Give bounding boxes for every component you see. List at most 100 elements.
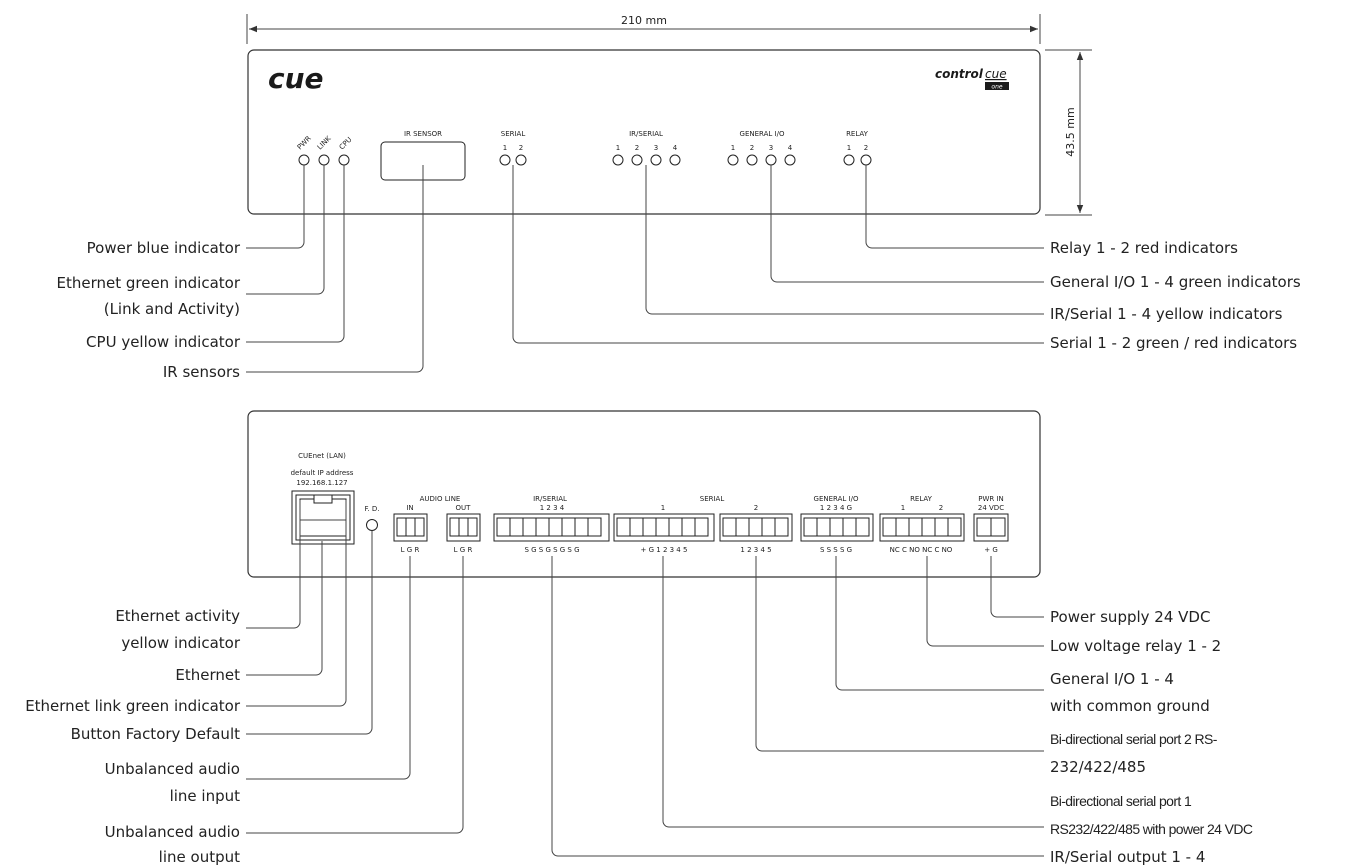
svg-text:1 2 3 4: 1 2 3 4 bbox=[540, 504, 565, 512]
svg-text:4: 4 bbox=[673, 144, 678, 152]
ir-serial-led-title: IR/SERIAL bbox=[629, 130, 663, 138]
svg-text:L G R: L G R bbox=[401, 546, 420, 554]
audio-in-connector bbox=[393, 513, 428, 542]
relay-led-1 bbox=[843, 154, 855, 166]
relay-led-title: RELAY bbox=[846, 130, 869, 138]
callout-ir-sensors: IR sensors bbox=[163, 363, 240, 381]
svg-text:OUT: OUT bbox=[456, 504, 472, 512]
callout-audio-input: Unbalanced audio bbox=[105, 760, 240, 778]
serial-led-title: SERIAL bbox=[501, 130, 526, 138]
callout-audio-output: Unbalanced audio bbox=[105, 823, 240, 841]
svg-text:+ G 1 2 3 4 5: + G 1 2 3 4 5 bbox=[641, 546, 688, 554]
cue-logo: cue bbox=[268, 62, 324, 95]
ir-serial-led-4 bbox=[669, 154, 681, 166]
front-panel: cue control cue one PWR LINK CPU IR SENS… bbox=[247, 49, 1041, 215]
callout-serial-1: Bi-directional serial port 1 bbox=[1050, 793, 1192, 809]
power-in-title: PWR IN bbox=[978, 495, 1004, 503]
relay-connector bbox=[879, 513, 965, 542]
serial-led-1 bbox=[499, 154, 511, 166]
serial-2-connector bbox=[719, 513, 793, 542]
svg-text:+ G: + G bbox=[984, 546, 998, 554]
callout-ethernet: Ethernet bbox=[175, 666, 240, 684]
ir-serial-led-3 bbox=[650, 154, 662, 166]
svg-text:control: control bbox=[935, 67, 984, 81]
general-io-connector bbox=[800, 513, 874, 542]
svg-text:NC C NO NC C NO: NC C NO NC C NO bbox=[890, 546, 953, 554]
callout-factory-default: Button Factory Default bbox=[71, 725, 240, 743]
callout-serial-2: Bi-directional serial port 2 RS- bbox=[1050, 731, 1218, 747]
callout-cpu-indicator: CPU yellow indicator bbox=[86, 333, 241, 351]
general-io-led-3 bbox=[765, 154, 777, 166]
callout-general-io-indicators: General I/O 1 - 4 green indicators bbox=[1050, 273, 1301, 291]
relay-port-title: RELAY bbox=[910, 495, 933, 503]
svg-text:2: 2 bbox=[519, 144, 523, 152]
audio-line-title: AUDIO LINE bbox=[420, 495, 461, 503]
svg-text:1: 1 bbox=[616, 144, 620, 152]
svg-text:4: 4 bbox=[788, 144, 793, 152]
svg-text:3: 3 bbox=[769, 144, 773, 152]
callout-power-supply: Power supply 24 VDC bbox=[1050, 608, 1210, 626]
svg-text:1: 1 bbox=[503, 144, 507, 152]
svg-text:1 2 3 4 5: 1 2 3 4 5 bbox=[740, 546, 771, 554]
callout-serial-indicators: Serial 1 - 2 green / red indicators bbox=[1050, 334, 1297, 352]
svg-text:2: 2 bbox=[635, 144, 639, 152]
rear-panel: CUEnet (LAN) default IP address 192.168.… bbox=[247, 410, 1041, 578]
ir-serial-port-title: IR/SERIAL bbox=[533, 495, 567, 503]
width-dimension: 210 mm bbox=[246, 14, 1041, 44]
callout-serial-2-sub: 232/422/485 bbox=[1050, 758, 1146, 776]
serial-1-connector bbox=[613, 513, 715, 542]
lan-ip-address: 192.168.1.127 bbox=[296, 479, 347, 487]
svg-text:2: 2 bbox=[754, 504, 758, 512]
callout-power-indicator: Power blue indicator bbox=[87, 239, 241, 257]
svg-text:3: 3 bbox=[654, 144, 658, 152]
callout-ethernet-activity: Ethernet activity bbox=[115, 607, 240, 625]
callout-serial-1-sub: RS232/422/485 with power 24 VDC bbox=[1050, 821, 1253, 837]
general-io-port-title: GENERAL I/O bbox=[814, 495, 859, 503]
svg-text:IN: IN bbox=[406, 504, 413, 512]
pwr-led bbox=[298, 154, 310, 166]
relay-led-2 bbox=[860, 154, 872, 166]
lan-default-label: default IP address bbox=[291, 469, 354, 477]
svg-text:cue: cue bbox=[985, 67, 1007, 81]
callout-ethernet-indicator-sub: (Link and Activity) bbox=[104, 300, 240, 318]
svg-text:2: 2 bbox=[939, 504, 943, 512]
lan-title: CUEnet (LAN) bbox=[298, 452, 346, 460]
ethernet-port bbox=[291, 490, 355, 545]
callout-ethernet-indicator: Ethernet green indicator bbox=[56, 274, 240, 292]
link-led bbox=[318, 154, 330, 166]
height-dimension: 43.5 mm bbox=[1045, 49, 1092, 216]
svg-text:S S S S G: S S S S G bbox=[820, 546, 852, 554]
callout-general-io-sub: with common ground bbox=[1050, 697, 1210, 715]
factory-default-button[interactable] bbox=[366, 519, 378, 531]
callout-ir-serial-output: IR/Serial output 1 - 4 bbox=[1050, 848, 1205, 866]
callout-general-io: General I/O 1 - 4 bbox=[1050, 670, 1174, 688]
ir-serial-connector bbox=[493, 513, 610, 542]
callout-ethernet-activity-sub: yellow indicator bbox=[121, 634, 241, 652]
ir-serial-led-1 bbox=[612, 154, 624, 166]
svg-text:1: 1 bbox=[731, 144, 735, 152]
ir-sensor-label: IR SENSOR bbox=[404, 130, 442, 138]
svg-text:S G S G S G S G: S G S G S G S G bbox=[524, 546, 579, 554]
callout-audio-output-sub: line output bbox=[159, 848, 240, 866]
svg-text:one: one bbox=[991, 84, 1002, 91]
callout-relay: Low voltage relay 1 - 2 bbox=[1050, 637, 1221, 655]
fd-label: F. D. bbox=[365, 505, 380, 513]
general-io-led-4 bbox=[784, 154, 796, 166]
svg-text:1 2 3 4 G: 1 2 3 4 G bbox=[820, 504, 852, 512]
cpu-led bbox=[338, 154, 350, 166]
svg-text:1: 1 bbox=[661, 504, 665, 512]
general-io-led-2 bbox=[746, 154, 758, 166]
svg-text:L G R: L G R bbox=[454, 546, 473, 554]
height-label: 43.5 mm bbox=[1064, 107, 1077, 156]
rear-leader-lines bbox=[246, 500, 1044, 857]
svg-text:2: 2 bbox=[750, 144, 754, 152]
callout-relay-indicators: Relay 1 - 2 red indicators bbox=[1050, 239, 1238, 257]
general-io-led-1 bbox=[727, 154, 739, 166]
width-label: 210 mm bbox=[621, 14, 667, 27]
audio-out-connector bbox=[446, 513, 481, 542]
callout-ir-serial-indicators: IR/Serial 1 - 4 yellow indicators bbox=[1050, 305, 1283, 323]
svg-text:1: 1 bbox=[847, 144, 851, 152]
controlcue-logo: control cue one bbox=[935, 67, 1009, 91]
front-leader-lines bbox=[246, 165, 1044, 373]
